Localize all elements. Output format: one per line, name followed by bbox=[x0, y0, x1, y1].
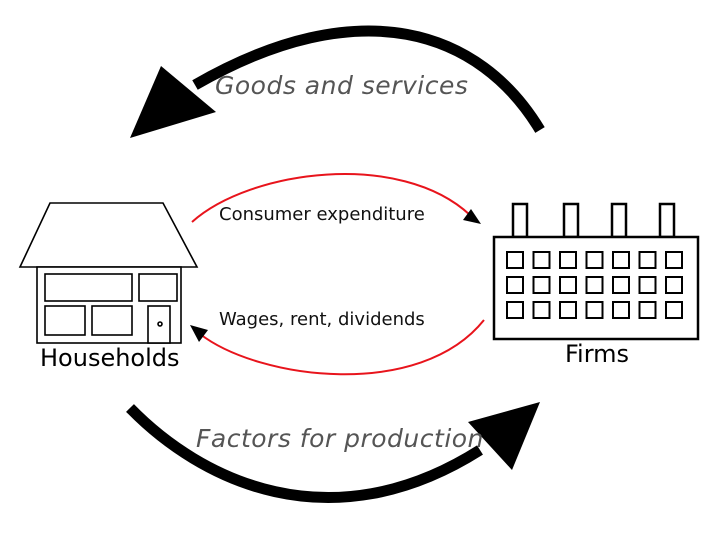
factory-window bbox=[612, 301, 630, 319]
factory-window bbox=[532, 276, 551, 294]
factory-window bbox=[559, 251, 577, 269]
factory-window bbox=[665, 276, 683, 294]
firms-label: Firms bbox=[565, 340, 630, 368]
factory-window bbox=[506, 251, 524, 269]
factory-window bbox=[532, 251, 551, 269]
factory-window bbox=[585, 276, 604, 294]
consumer-expenditure-arrow bbox=[191, 173, 481, 224]
factory-window bbox=[506, 276, 524, 294]
factory-window bbox=[585, 251, 604, 269]
factory-window bbox=[585, 301, 604, 319]
factory-window bbox=[665, 251, 683, 269]
consumer-expenditure-label: Consumer expenditure bbox=[219, 204, 425, 225]
factors-production-label: Factors for production bbox=[196, 424, 484, 453]
factors-production-arrow bbox=[126, 402, 540, 503]
factory-window bbox=[506, 301, 524, 319]
wages-rent-dividends-arrow bbox=[190, 319, 485, 376]
wages-rent-dividends-label: Wages, rent, dividends bbox=[219, 309, 425, 330]
factory-window bbox=[638, 251, 657, 269]
factory-window bbox=[612, 251, 630, 269]
factory-window bbox=[532, 301, 551, 319]
factory-window bbox=[638, 301, 657, 319]
goods-services-label: Goods and services bbox=[215, 71, 469, 100]
factory-window bbox=[559, 301, 577, 319]
households-label: Households bbox=[40, 344, 180, 372]
goods-services-arrow bbox=[130, 25, 545, 138]
factory-window bbox=[638, 276, 657, 294]
factory-window bbox=[559, 276, 577, 294]
house-icon bbox=[18, 202, 199, 344]
factory-windows bbox=[506, 251, 683, 319]
factory-window bbox=[665, 301, 683, 319]
factory-window bbox=[612, 276, 630, 294]
